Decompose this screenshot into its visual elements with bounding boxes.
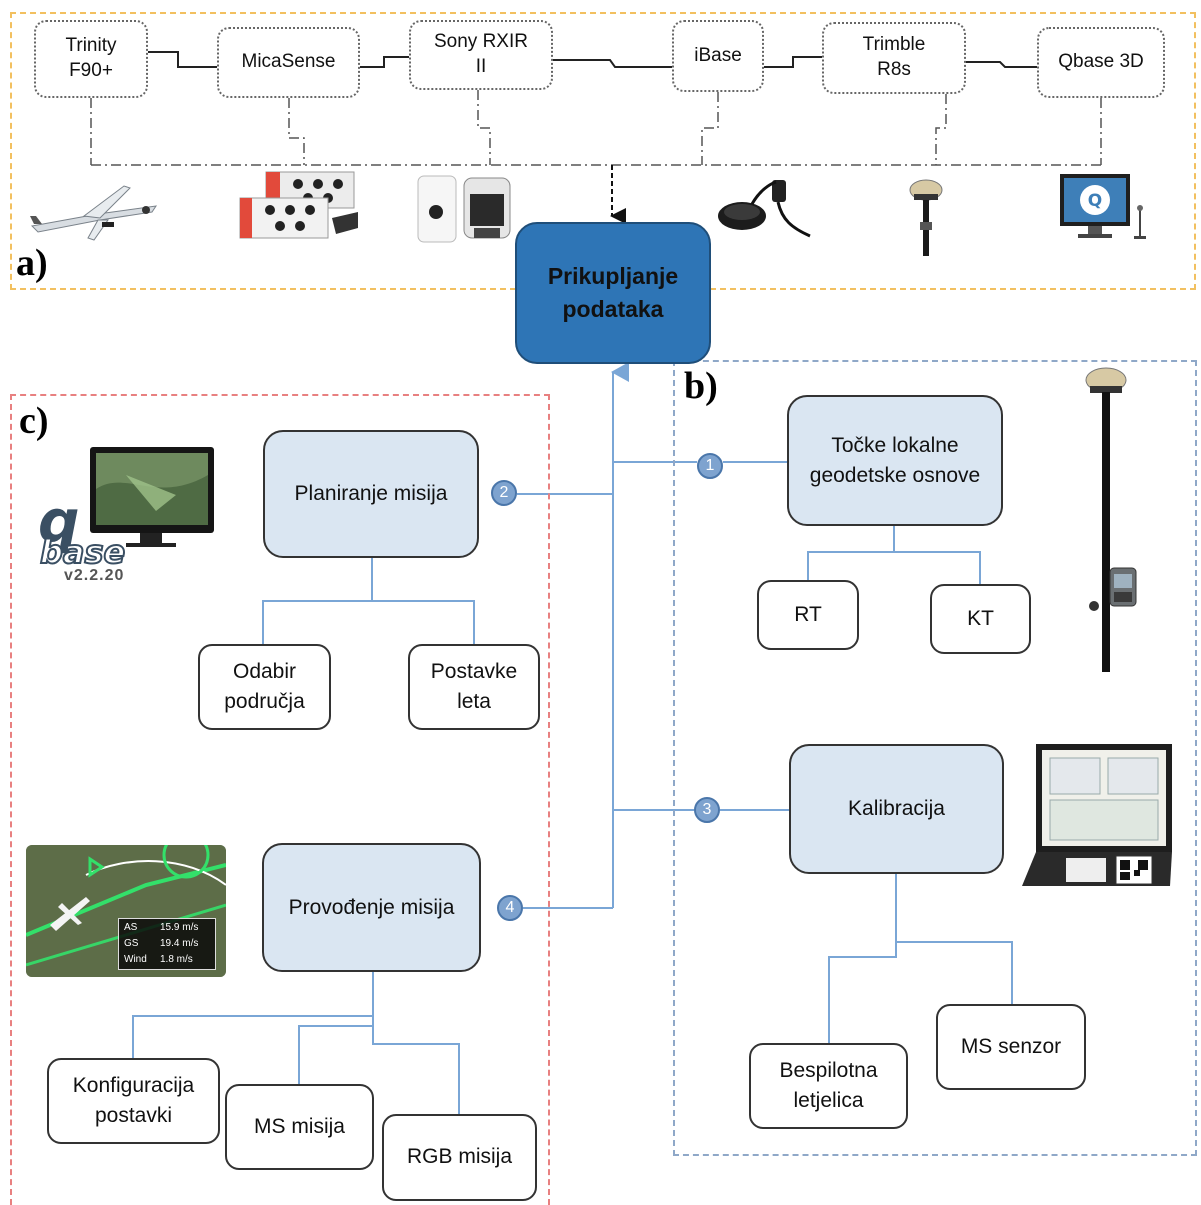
panel-a-label: a) — [16, 242, 48, 284]
process-tocke-lokalne: Točke lokalne geodetske osnove — [787, 395, 1003, 526]
qbase-version-label: v2.2.20 — [64, 567, 125, 584]
device-box-trimble: Trimble R8s — [822, 22, 966, 94]
panel-b-ground-work — [673, 360, 1197, 1156]
device-bus-lines — [90, 70, 1102, 166]
gnss-pole-rover-icon — [1085, 367, 1137, 672]
central-node-prikupljanje: Prikupljanje podataka — [515, 222, 711, 364]
panel-c-mission-work — [10, 394, 550, 1205]
svg-text:base: base — [40, 533, 125, 569]
panel-b-label: b) — [684, 365, 718, 407]
process-planiranje-misija: Planiranje misija — [263, 430, 479, 558]
svg-text:q: q — [38, 487, 80, 555]
step-number-1: 1 — [697, 453, 723, 479]
leaf-bespilotna-letjelica: Bespilotna letjelica — [749, 1043, 908, 1129]
panel-c-label: c) — [19, 400, 49, 442]
leaf-konfiguracija-postavki: Konfiguracija postavki — [47, 1058, 220, 1144]
leaf-ms-misija: MS misija — [225, 1084, 374, 1170]
flow-lines — [517, 372, 789, 909]
leaf-ms-senzor: MS senzor — [936, 1004, 1086, 1090]
device-box-sony: Sony RXIR II — [409, 20, 553, 90]
svg-text:Q: Q — [1088, 191, 1102, 211]
leaf-kt: KT — [930, 584, 1031, 654]
calibration-case-icon — [1022, 744, 1172, 886]
device-box-micasense: MicaSense — [217, 27, 360, 98]
process-provodenje-misija: Provođenje misija — [262, 843, 481, 972]
step-number-2: 2 — [491, 480, 517, 506]
qbase-monitor-icon: Q — [1060, 174, 1146, 239]
process-kalibracija: Kalibracija — [789, 744, 1004, 874]
step-number-3: 3 — [694, 797, 720, 823]
multispectral-camera-icon — [239, 171, 358, 239]
device-chain-lines — [148, 51, 1037, 68]
gnss-rover-icon — [909, 179, 943, 256]
leaf-rt: RT — [757, 580, 859, 650]
tree-lines — [132, 526, 1013, 1114]
gnss-base-antenna-icon — [718, 180, 811, 238]
device-box-trinity: Trinity F90+ — [34, 20, 148, 98]
leaf-rgb-misija: RGB misija — [382, 1114, 537, 1201]
device-box-qbase3d: Qbase 3D — [1037, 27, 1165, 98]
step-number-4: 4 — [497, 895, 523, 921]
fixed-wing-drone-icon — [30, 185, 158, 241]
rgb-camera-icon — [417, 175, 511, 243]
leaf-postavke-leta: Postavke leta — [408, 644, 540, 730]
leaf-odabir-podrucja: Odabir područja — [198, 644, 331, 730]
device-box-ibase: iBase — [672, 20, 764, 92]
qbase-monitor-icon: q base — [38, 447, 214, 569]
